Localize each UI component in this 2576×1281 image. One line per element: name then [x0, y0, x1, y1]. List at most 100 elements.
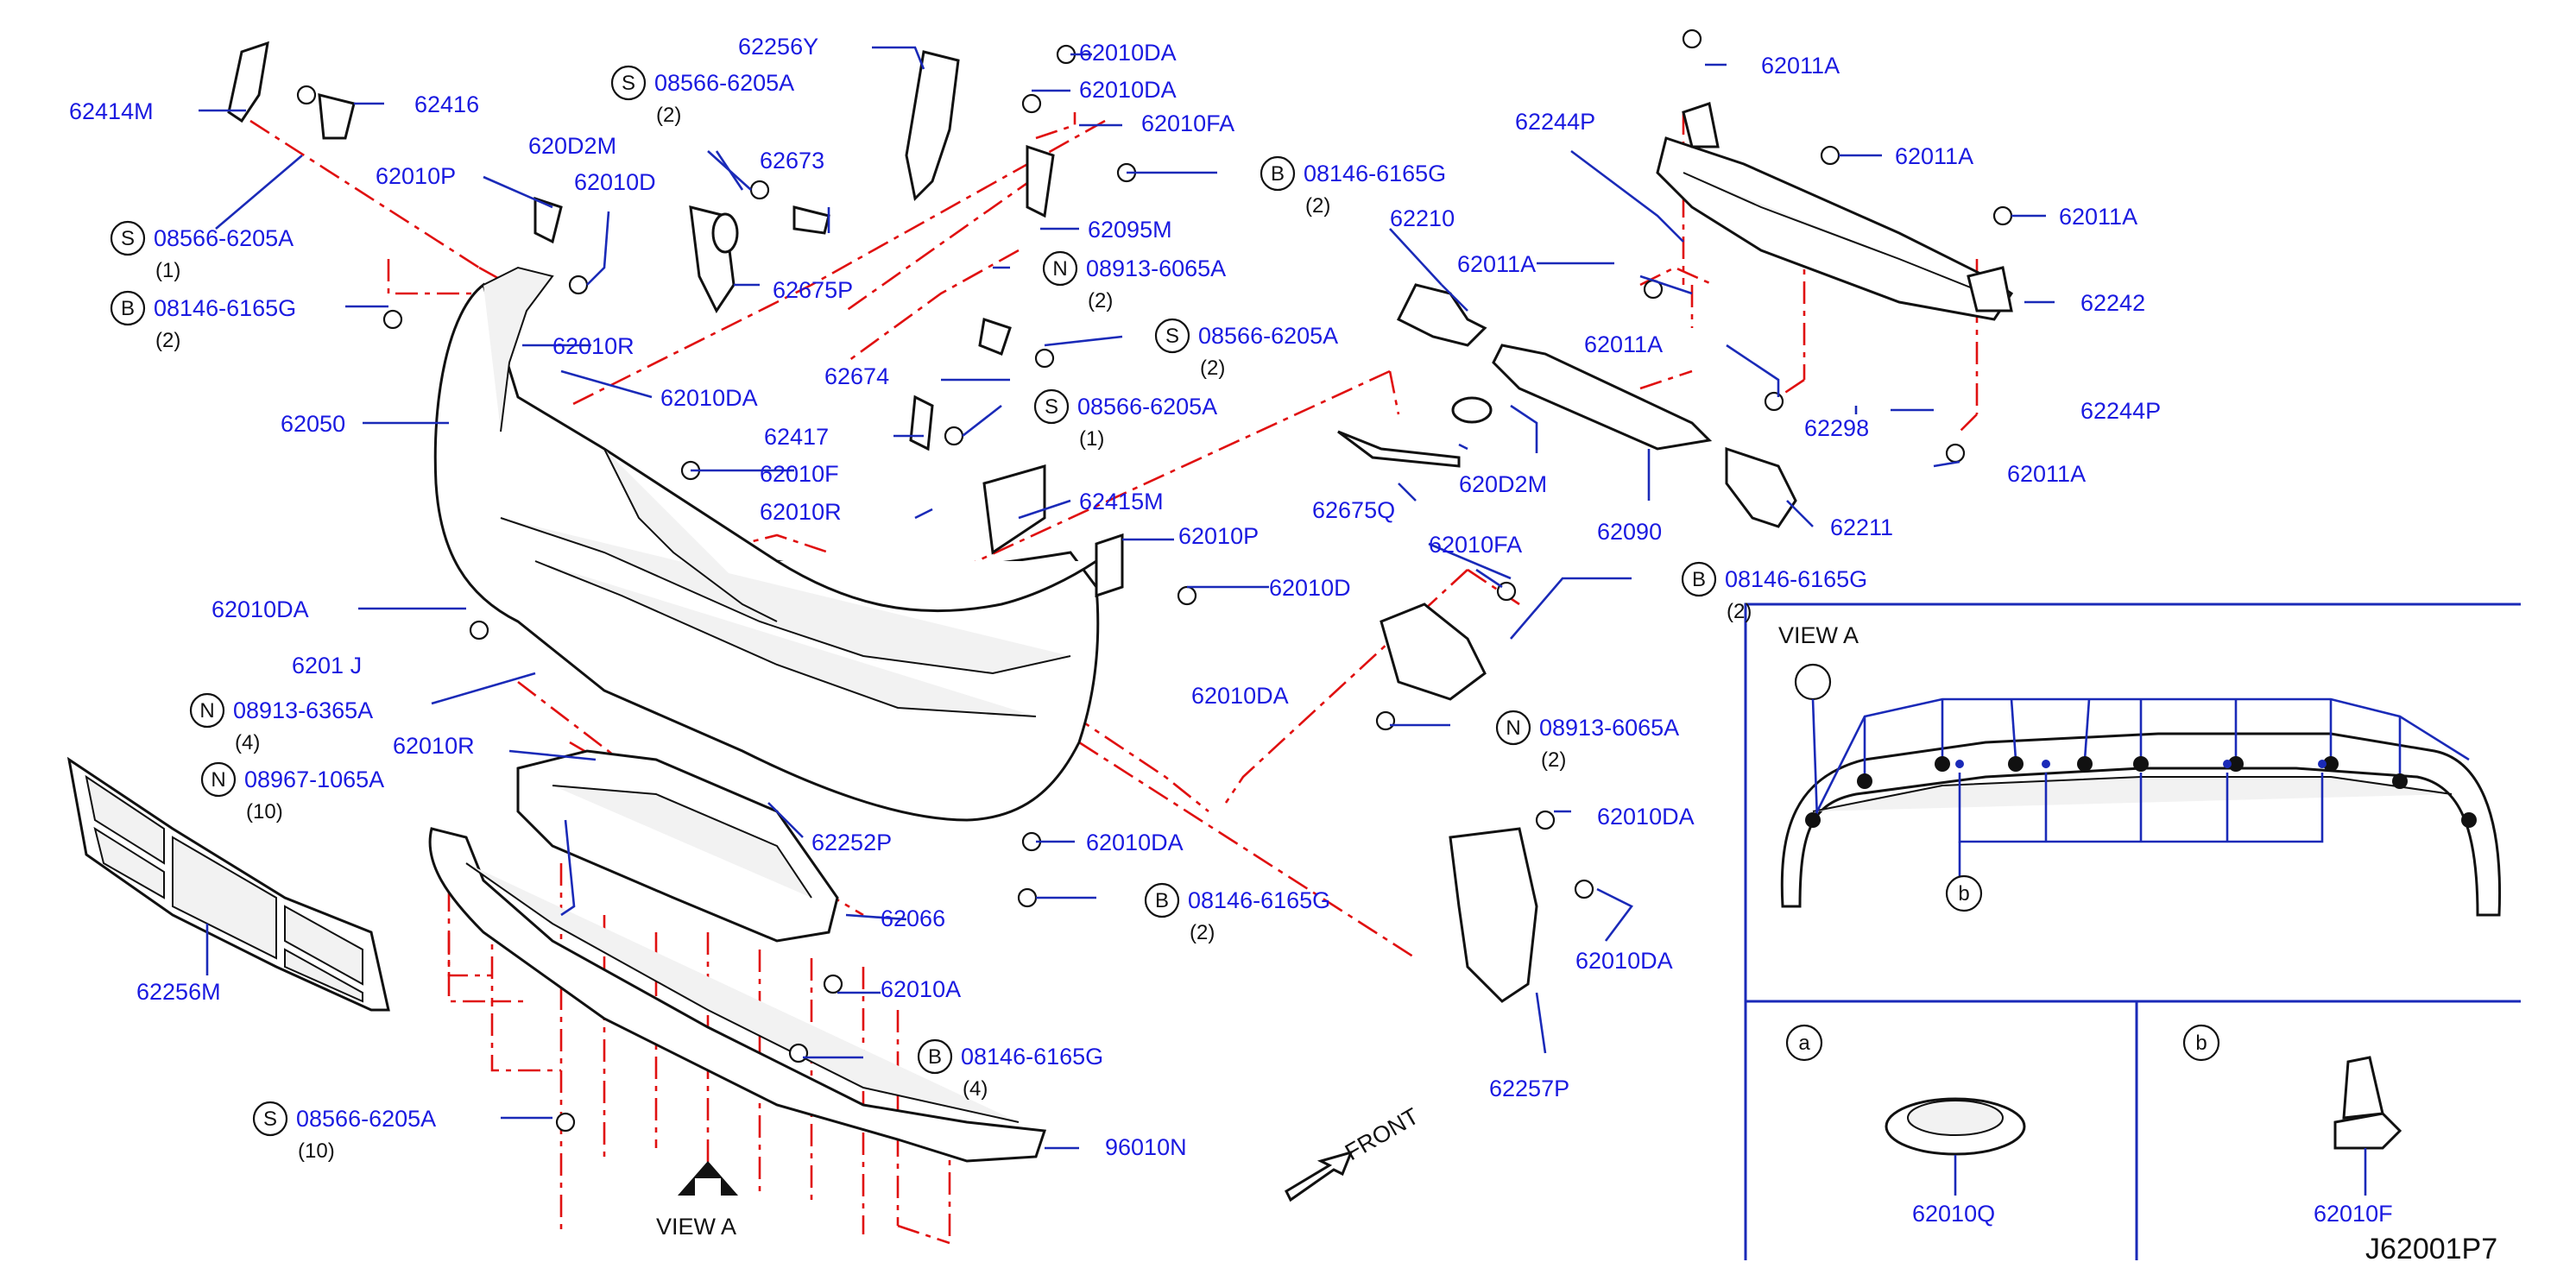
- quantity-label: (1): [155, 259, 180, 282]
- part-number-label: 08146-6165G: [1304, 161, 1446, 186]
- part-number-label: 08566-6205A: [1198, 323, 1338, 349]
- part-number-label: 62010D: [574, 169, 656, 195]
- part-number-label: 62095M: [1088, 217, 1172, 243]
- prefix-letter: B: [928, 1045, 942, 1069]
- part-number-label: 62010R: [760, 499, 842, 525]
- part-number-label: 62050: [281, 411, 345, 437]
- part-number-label: 08146-6165G: [1725, 566, 1867, 592]
- quantity-label: (2): [1541, 748, 1566, 772]
- quantity-label: (2): [656, 104, 681, 127]
- prefix-letter: B: [1271, 162, 1285, 186]
- quantity-label: (4): [963, 1077, 988, 1101]
- detail-a-letter: a: [1798, 1032, 1810, 1055]
- part-number-label: 08566-6205A: [154, 225, 294, 251]
- part-number-label: 62242: [2080, 290, 2145, 316]
- part-number-label: 62675P: [773, 277, 853, 303]
- detail-a-part: 62010Q: [1912, 1201, 1995, 1227]
- part-number-label: 62011A: [1584, 331, 1663, 357]
- quantity-label: (1): [1079, 427, 1104, 451]
- prefix-letter: N: [1506, 716, 1520, 740]
- part-number-label: 62244P: [1515, 109, 1595, 135]
- part-number-label: 62256Y: [738, 34, 818, 60]
- part-number-label: 62417: [764, 424, 829, 450]
- part-number-label: 62010DA: [1575, 948, 1673, 974]
- prefix-letter: S: [1165, 325, 1179, 348]
- part-number-label: 62256M: [136, 979, 221, 1005]
- prefix-bubble: [1042, 250, 1078, 287]
- diagram-code: J62001P7: [2365, 1233, 2497, 1265]
- part-number-label: 62010D: [1269, 575, 1351, 601]
- part-number-label: 62011A: [2007, 461, 2086, 487]
- inset-title: VIEW A: [1778, 622, 1859, 648]
- prefix-bubble: [917, 1038, 953, 1075]
- energy-absorber: [1396, 283, 1797, 528]
- part-number-label: 62011A: [1895, 143, 1973, 169]
- detail-b-clip: [2333, 1056, 2402, 1196]
- part-number-label: 620D2M: [528, 133, 616, 159]
- quantity-label: (10): [298, 1139, 335, 1163]
- part-number-label: 62010DA: [1597, 804, 1695, 830]
- part-number-label: 08566-6205A: [296, 1106, 436, 1132]
- part-number-label: 62066: [881, 906, 945, 931]
- prefix-letter: B: [1155, 889, 1169, 912]
- view-a-inset: [1780, 663, 2502, 917]
- under-cover: [516, 749, 839, 943]
- leader-lines: [199, 46, 2055, 1150]
- quantity-label: (2): [1088, 289, 1113, 312]
- part-number-label: 62010DA: [1086, 830, 1184, 855]
- prefix-bubble: [1033, 388, 1070, 425]
- part-number-label: 08913-6065A: [1086, 256, 1226, 281]
- prefix-bubble: [189, 692, 225, 729]
- inset-callout-letter: b: [1958, 882, 1969, 906]
- part-number-label: 62675Q: [1312, 497, 1395, 523]
- prefix-bubble: [1495, 710, 1531, 746]
- prefix-bubble: [1154, 318, 1190, 354]
- part-number-label: 62011A: [1761, 53, 1840, 79]
- lower-grille: [66, 756, 390, 1012]
- part-number-label: 62010F: [760, 461, 839, 487]
- detail-b-letter: b: [2195, 1032, 2207, 1055]
- part-number-label: 62010FA: [1429, 532, 1522, 558]
- quantity-label: (2): [1190, 921, 1215, 944]
- prefix-letter: B: [121, 297, 135, 320]
- prefix-letter: N: [211, 768, 225, 792]
- part-number-label: 62416: [414, 92, 479, 117]
- detail-a-circle: [1785, 1024, 1823, 1062]
- reinforcement-beam: [1656, 102, 2014, 321]
- part-number-label: 96010N: [1105, 1134, 1187, 1160]
- view-a-label: VIEW A: [656, 1214, 736, 1240]
- part-number-label: 620D2M: [1459, 471, 1547, 497]
- part-number-label: 62010FA: [1141, 110, 1234, 136]
- part-number-label: 08146-6165G: [1188, 887, 1330, 913]
- quantity-label: (2): [155, 329, 180, 352]
- quantity-label: (4): [235, 731, 260, 754]
- prefix-bubble: [252, 1101, 288, 1137]
- side-brackets: [227, 41, 1538, 1003]
- part-labels: 62414M 62416 08566-6205A (1) 08146-6165G (2) 6…: [69, 34, 2161, 1163]
- front-arrow: [1285, 1150, 1354, 1202]
- part-number-label: 08566-6205A: [1077, 394, 1217, 420]
- prefix-letter: S: [121, 227, 135, 250]
- prefix-bubble: [1681, 561, 1717, 597]
- part-number-label: 62090: [1597, 519, 1662, 545]
- prefix-letter: B: [1692, 568, 1706, 591]
- part-number-label: 08913-6065A: [1539, 715, 1679, 741]
- prefix-letter: N: [199, 699, 214, 723]
- part-number-label: 6201 J: [292, 653, 362, 678]
- prefix-bubble: [110, 220, 146, 256]
- inset-frames: [1744, 603, 2521, 1260]
- quantity-label: (2): [1305, 194, 1330, 218]
- prefix-bubble: [110, 290, 146, 326]
- part-number-label: 62010R: [393, 733, 475, 759]
- part-number-label: 62674: [824, 363, 889, 389]
- part-number-label: 62010P: [1178, 523, 1259, 549]
- prefix-bubble: [1260, 155, 1296, 192]
- part-number-label: 62414M: [69, 98, 154, 124]
- prefix-letter: N: [1052, 257, 1067, 281]
- part-number-label: 62010A: [881, 976, 961, 1002]
- part-number-label: 62010DA: [212, 596, 309, 622]
- prefix-bubble: [200, 761, 237, 798]
- part-number-label: 62010DA: [1079, 40, 1177, 66]
